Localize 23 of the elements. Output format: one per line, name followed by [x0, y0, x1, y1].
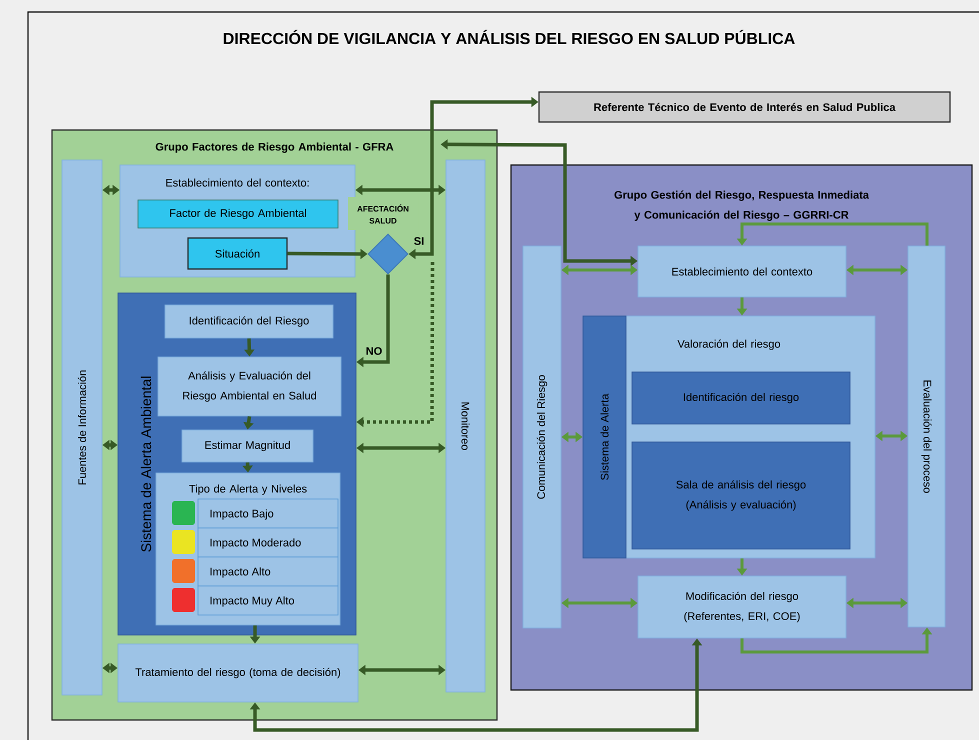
- process-box: Estimar Magnitud: [182, 430, 314, 462]
- alert-system-bar: Sistema de Alerta: [582, 316, 626, 558]
- title: DIRECCIÓN DE VIGILANCIA Y ANÁLISIS DEL RIESGO EN SALUD PÚBLICA: [224, 30, 795, 44]
- edge-label: NO: [364, 346, 384, 356]
- vertical-bar: Monitoreo: [446, 160, 486, 692]
- level-row: Impacto Alto: [198, 556, 338, 586]
- node-label: AFECTACIÓN SALUD: [357, 204, 408, 224]
- vertical-bar: Fuentes de Información: [62, 160, 102, 696]
- modification-box: Modificación del riesgo (Referentes, ERI, COE): [638, 576, 846, 638]
- process-box: Identificación del Riesgo: [164, 304, 334, 338]
- treatment-box: Tratamiento del riesgo (toma de decisión): [118, 644, 358, 702]
- identification-box: Identificación del riesgo: [632, 372, 850, 424]
- level-row: Impacto Moderado: [198, 528, 338, 558]
- vertical-bar: Comunicación del Riesgo: [522, 246, 562, 628]
- level-row: Impacto Bajo: [198, 498, 338, 528]
- context-box: Establecimiento del contexto: [638, 246, 846, 298]
- process-box: Análisis y Evaluación del Riesgo Ambiental en Salud: [158, 356, 342, 416]
- referent-box: Referente Técnico de Evento de Interés en Salud Publica: [538, 91, 951, 123]
- analysis-room-box: Sala de análisis del riesgo (Análisis y evaluación): [632, 442, 850, 550]
- level-row: Impacto Muy Alto: [198, 586, 338, 616]
- situation-box: Situación: [187, 237, 288, 270]
- factor-box: Factor de Riesgo Ambiental: [138, 200, 338, 228]
- vertical-bar: Evaluación del proceso: [908, 246, 946, 628]
